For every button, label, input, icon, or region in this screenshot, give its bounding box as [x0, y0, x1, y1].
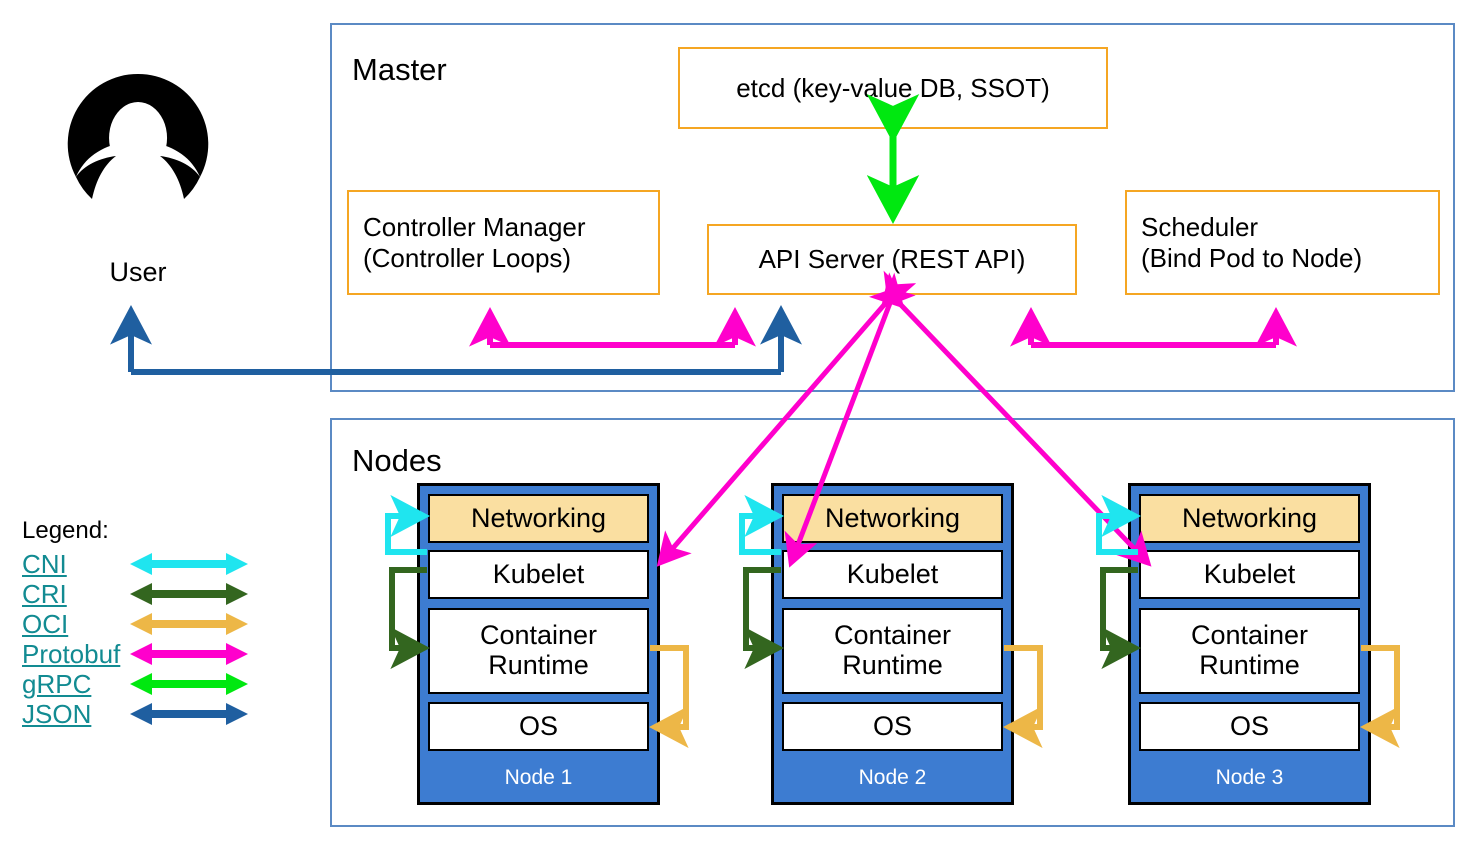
legend-arrow-oci: [130, 611, 248, 637]
legend-item-json[interactable]: JSON: [22, 699, 248, 729]
etcd-box[interactable]: etcd (key-value DB, SSOT): [678, 47, 1108, 129]
node-1-container-runtime[interactable]: Container Runtime: [428, 608, 649, 694]
node-3-container-runtime[interactable]: Container Runtime: [1139, 608, 1360, 694]
node-1-kubelet[interactable]: Kubelet: [428, 550, 649, 599]
node-3-container-runtime-label: Container Runtime: [1190, 620, 1309, 680]
node-1-container-runtime-label: Container Runtime: [479, 620, 598, 680]
legend-label-protobuf: Protobuf: [22, 639, 121, 669]
node-3-networking[interactable]: Networking: [1139, 494, 1360, 543]
scheduler-box[interactable]: Scheduler (Bind Pod to Node): [1125, 190, 1440, 295]
node-1-os[interactable]: OS: [428, 702, 649, 751]
legend-arrow-protobuf: [130, 641, 248, 667]
node-2-networking-label: Networking: [824, 502, 961, 533]
legend-label-oci: OCI: [22, 609, 69, 639]
node-2-container-runtime-label: Container Runtime: [833, 620, 952, 680]
legend-title: Legend:: [22, 517, 109, 544]
node-2-kubelet[interactable]: Kubelet: [782, 550, 1003, 599]
legend-item-cni[interactable]: CNI: [22, 549, 248, 579]
node-1-os-label: OS: [518, 710, 558, 741]
node-card-2[interactable]: Networking Kubelet Container Runtime OS …: [771, 483, 1014, 805]
node-2-os-label: OS: [872, 710, 912, 741]
controller-manager-line1: Controller Manager: [363, 211, 586, 242]
legend-arrow-cri: [130, 581, 248, 607]
legend-label-json: JSON: [22, 699, 92, 729]
node-1-networking-label: Networking: [470, 502, 607, 533]
node-3-kubelet-label: Kubelet: [1203, 558, 1296, 589]
user-avatar-icon: [66, 72, 210, 216]
controller-manager-label: Controller Manager (Controller Loops): [363, 212, 586, 273]
node-3-os-label: OS: [1229, 710, 1269, 741]
scheduler-label: Scheduler (Bind Pod to Node): [1141, 212, 1362, 273]
node-3-name: Node 3: [1215, 766, 1284, 789]
legend: Legend: CNI CRI OCI Protobuf gRPC JSON: [22, 516, 248, 729]
scheduler-line2: (Bind Pod to Node): [1141, 242, 1363, 273]
master-group-title: Master: [352, 52, 447, 87]
legend-arrow-cni: [130, 551, 248, 577]
api-server-box[interactable]: API Server (REST API): [707, 224, 1077, 295]
controller-manager-line2: (Controller Loops): [363, 242, 572, 273]
api-server-label: API Server (REST API): [758, 244, 1026, 275]
legend-arrow-json: [130, 701, 248, 727]
node-2-kubelet-label: Kubelet: [846, 558, 939, 589]
legend-arrow-grpc: [130, 671, 248, 697]
node-3-kubelet[interactable]: Kubelet: [1139, 550, 1360, 599]
node-1-networking[interactable]: Networking: [428, 494, 649, 543]
legend-item-oci[interactable]: OCI: [22, 609, 248, 639]
node-2-networking[interactable]: Networking: [782, 494, 1003, 543]
scheduler-line1: Scheduler: [1141, 211, 1259, 242]
legend-label-cri: CRI: [22, 579, 67, 609]
node-2-container-runtime[interactable]: Container Runtime: [782, 608, 1003, 694]
node-1-name: Node 1: [504, 766, 573, 789]
etcd-label: etcd (key-value DB, SSOT): [736, 72, 1050, 103]
node-card-1[interactable]: Networking Kubelet Container Runtime OS …: [417, 483, 660, 805]
legend-item-grpc[interactable]: gRPC: [22, 669, 248, 699]
node-2-os[interactable]: OS: [782, 702, 1003, 751]
node-card-3[interactable]: Networking Kubelet Container Runtime OS …: [1128, 483, 1371, 805]
nodes-group-title: Nodes: [352, 443, 442, 478]
legend-item-cri[interactable]: CRI: [22, 579, 248, 609]
legend-label-cni: CNI: [22, 549, 67, 579]
legend-label-grpc: gRPC: [22, 669, 92, 699]
node-3-networking-label: Networking: [1181, 502, 1318, 533]
node-1-kubelet-label: Kubelet: [492, 558, 585, 589]
node-2-name: Node 2: [858, 766, 927, 789]
legend-item-protobuf[interactable]: Protobuf: [22, 639, 248, 669]
node-3-os[interactable]: OS: [1139, 702, 1360, 751]
user-label: User: [109, 257, 167, 287]
controller-manager-box[interactable]: Controller Manager (Controller Loops): [347, 190, 660, 295]
